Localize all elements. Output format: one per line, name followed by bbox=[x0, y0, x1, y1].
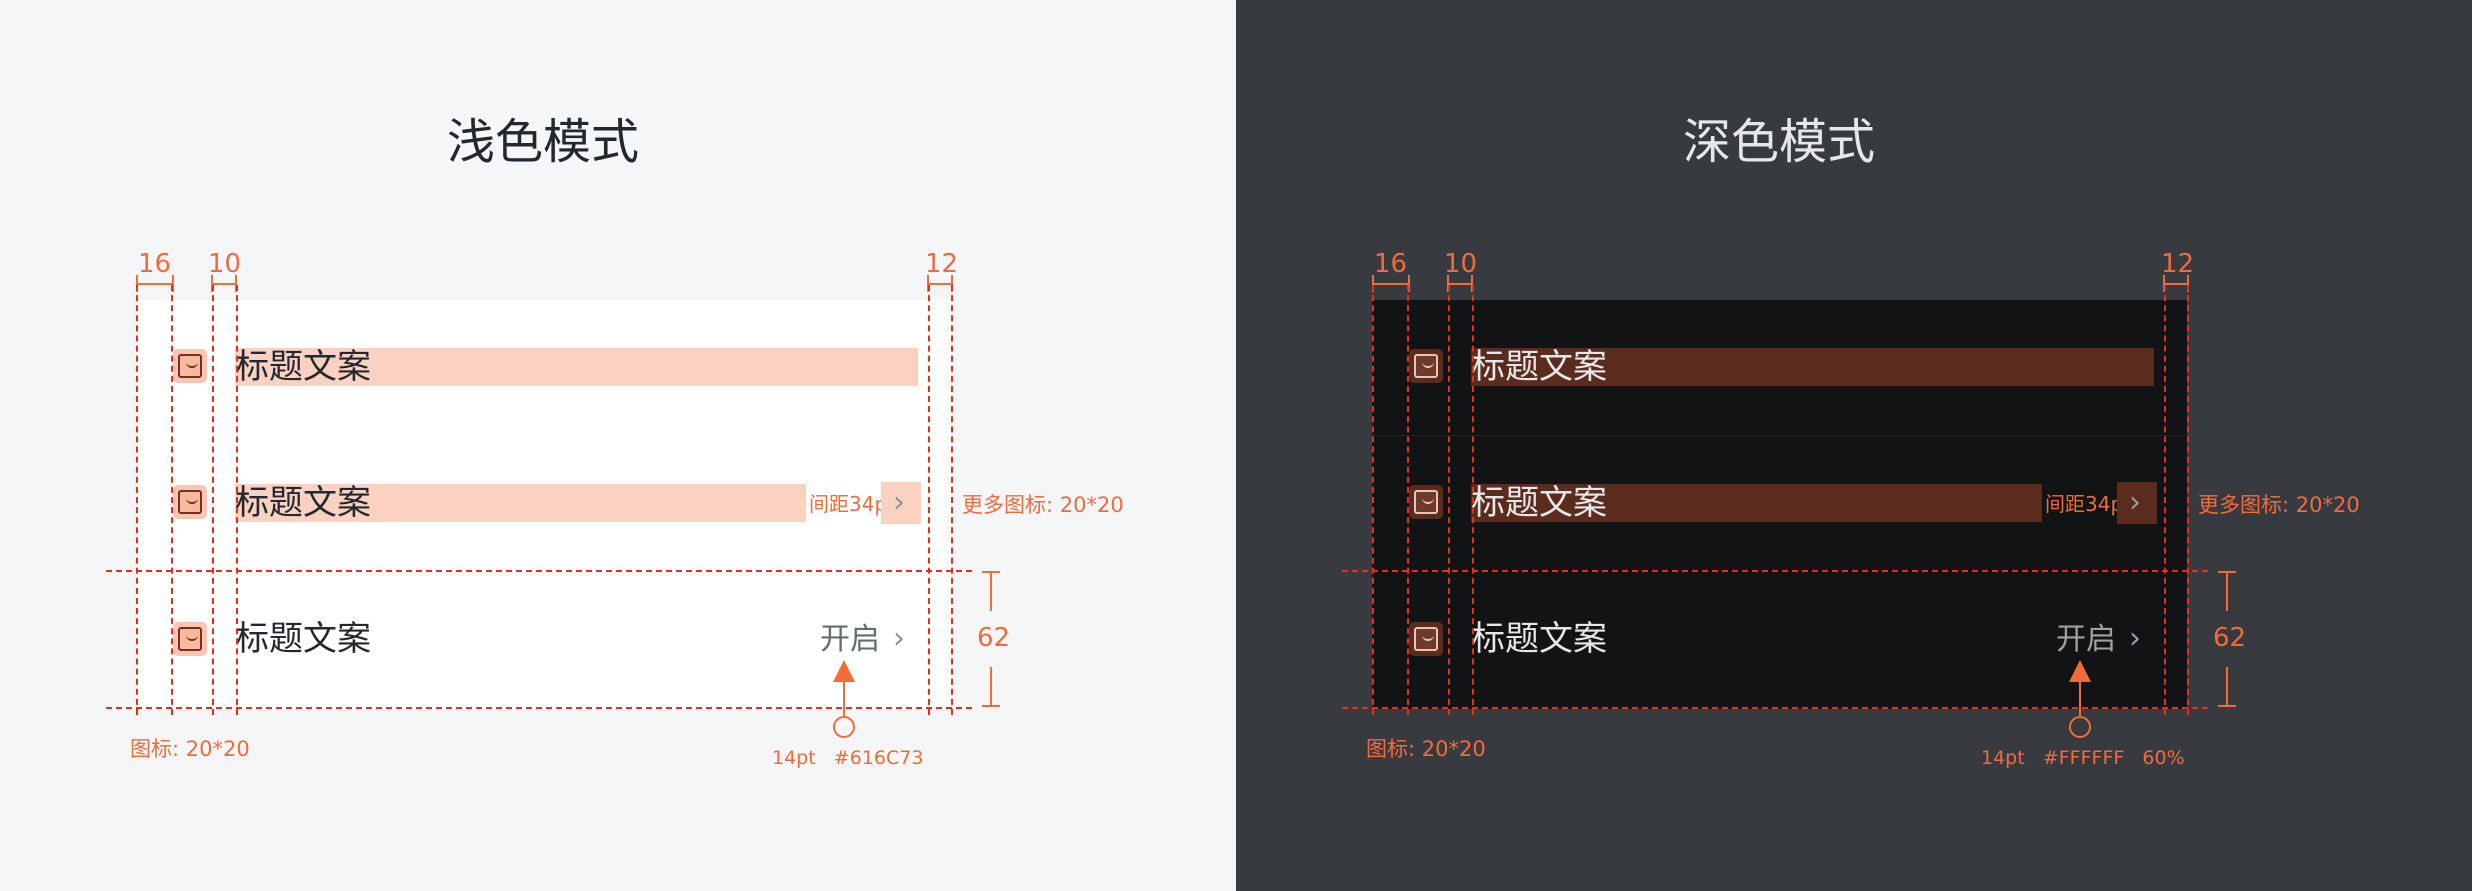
guide-line bbox=[236, 285, 238, 715]
light-mode-panel: 浅色模式 16 10 12 标题文案 间距34pt › 标题文案 标题文案 开启… bbox=[106, 114, 1124, 769]
guide-line bbox=[106, 707, 972, 709]
row-title: 标题文案 bbox=[235, 619, 371, 659]
value-style-note: 14pt #FFFFFF 60% bbox=[1981, 747, 2185, 769]
bag-icon bbox=[173, 485, 207, 519]
dark-mode-panel: 深色模式 16 10 12 标题文案 间距34pt › 标题文案 标题文案 开启… bbox=[1236, 0, 2472, 891]
guide-line bbox=[951, 285, 953, 715]
left-padding-dim-label: 16 bbox=[1374, 249, 1408, 279]
text-area-highlight bbox=[235, 348, 918, 386]
dim-tick bbox=[951, 275, 953, 292]
settings-list: 标题文案 间距34pt › 标题文案 标题文案 开启 › bbox=[136, 300, 951, 709]
dim-tick bbox=[1408, 275, 1410, 292]
row-height-dim-label: 62 bbox=[977, 623, 1011, 653]
pointer-line bbox=[843, 680, 845, 718]
bag-icon bbox=[1409, 622, 1443, 656]
dim-tick bbox=[2218, 571, 2236, 573]
dim-tick bbox=[1471, 275, 1473, 292]
bag-icon bbox=[1409, 485, 1443, 519]
panel-title: 浅色模式 bbox=[446, 114, 639, 170]
more-icon-highlight bbox=[881, 482, 921, 524]
row-title: 标题文案 bbox=[1471, 619, 1607, 659]
settings-list: 标题文案 间距34pt › 标题文案 标题文案 开启 › bbox=[1372, 300, 2187, 709]
more-icon-highlight bbox=[2117, 482, 2157, 524]
left-padding-dim-label: 16 bbox=[138, 249, 172, 279]
text-area-highlight bbox=[1471, 484, 2042, 522]
more-icon-note: 更多图标: 20*20 bbox=[2198, 493, 2360, 517]
right-padding-dim-line bbox=[927, 283, 953, 285]
dim-tick bbox=[2218, 705, 2236, 707]
left-padding-dim-line bbox=[136, 283, 174, 285]
guide-line bbox=[1407, 285, 1409, 715]
dim-tick bbox=[172, 275, 174, 292]
dim-tick bbox=[927, 275, 929, 292]
guide-line bbox=[212, 285, 214, 715]
pointer-circle bbox=[2069, 716, 2091, 738]
icon-gap-dim-label: 10 bbox=[208, 249, 242, 279]
panel-title: 深色模式 bbox=[1682, 114, 1875, 170]
dim-tick bbox=[1372, 275, 1374, 292]
chevron-right-icon[interactable]: › bbox=[893, 485, 905, 520]
icon-gap-dim-line bbox=[1447, 283, 1473, 285]
dim-tick bbox=[2163, 275, 2165, 292]
icon-gap-dim-label: 10 bbox=[1444, 249, 1478, 279]
guide-line bbox=[1342, 570, 2208, 572]
bag-icon bbox=[173, 349, 207, 383]
guide-line bbox=[928, 285, 930, 715]
text-area-highlight bbox=[235, 484, 806, 522]
right-padding-dim-label: 12 bbox=[925, 249, 959, 279]
dim-tick bbox=[235, 275, 237, 292]
spacing-note: 间距34pt bbox=[809, 492, 895, 516]
left-padding-dim-line bbox=[1372, 283, 1410, 285]
guide-line bbox=[2187, 285, 2189, 715]
dim-tick bbox=[136, 275, 138, 292]
chevron-right-icon[interactable]: › bbox=[2129, 485, 2141, 520]
row-title: 标题文案 bbox=[235, 483, 371, 523]
dim-tick bbox=[211, 275, 213, 292]
guide-line bbox=[171, 285, 173, 715]
row-value[interactable]: 开启 bbox=[2056, 622, 2116, 657]
row-value[interactable]: 开启 bbox=[820, 622, 880, 657]
dim-tick bbox=[982, 571, 1000, 573]
guide-line bbox=[1448, 285, 1450, 715]
bag-icon bbox=[173, 622, 207, 656]
spacing-note: 间距34pt bbox=[2045, 492, 2131, 516]
row-height-dim-line bbox=[990, 571, 992, 611]
row-title: 标题文案 bbox=[1471, 483, 1607, 523]
dim-tick bbox=[982, 705, 1000, 707]
right-padding-dim-line bbox=[2163, 283, 2189, 285]
value-style-note: 14pt #616C73 bbox=[772, 747, 924, 769]
row-height-dim-label: 62 bbox=[2213, 623, 2247, 653]
dim-tick bbox=[1447, 275, 1449, 292]
arrow-up-icon bbox=[833, 660, 855, 682]
bag-icon bbox=[1409, 349, 1443, 383]
row-title: 标题文案 bbox=[235, 347, 371, 387]
icon-size-note: 图标: 20*20 bbox=[1366, 737, 1486, 761]
icon-size-note: 图标: 20*20 bbox=[130, 737, 250, 761]
pointer-circle bbox=[833, 716, 855, 738]
row-divider bbox=[1372, 435, 2187, 436]
guide-line bbox=[2164, 285, 2166, 715]
row-height-dim-line bbox=[990, 667, 992, 707]
more-icon-note: 更多图标: 20*20 bbox=[962, 493, 1124, 517]
icon-gap-dim-line bbox=[211, 283, 237, 285]
row-divider bbox=[136, 435, 951, 436]
guide-line bbox=[1342, 707, 2208, 709]
text-area-highlight bbox=[1471, 348, 2154, 386]
guide-line bbox=[1472, 285, 1474, 715]
dim-tick bbox=[2187, 275, 2189, 292]
pointer-line bbox=[2079, 680, 2081, 718]
guide-line bbox=[106, 570, 972, 572]
chevron-right-icon[interactable]: › bbox=[893, 621, 905, 656]
row-title: 标题文案 bbox=[1471, 347, 1607, 387]
guide-line bbox=[1372, 285, 1374, 715]
chevron-right-icon[interactable]: › bbox=[2129, 621, 2141, 656]
guide-line bbox=[136, 285, 138, 715]
arrow-up-icon bbox=[2069, 660, 2091, 682]
row-height-dim-line bbox=[2226, 667, 2228, 707]
row-height-dim-line bbox=[2226, 571, 2228, 611]
right-padding-dim-label: 12 bbox=[2161, 249, 2195, 279]
